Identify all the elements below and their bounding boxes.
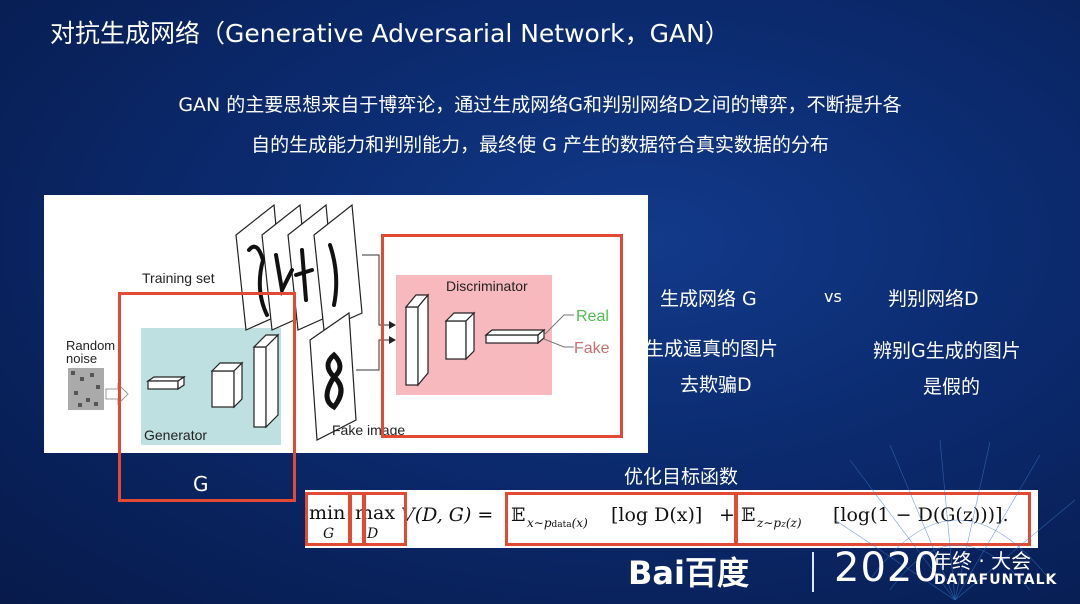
objective-label: 优化目标函数 xyxy=(624,462,738,489)
discriminator-title: 判别网络D xyxy=(888,284,979,311)
baidu-logo: Bai百度 xyxy=(628,548,749,594)
random-noise-label-2: noise xyxy=(66,351,97,366)
generator-desc-2: 去欺骗D xyxy=(680,370,752,397)
generator-g-label: G xyxy=(193,472,209,496)
generator-highlight-box xyxy=(118,292,296,502)
versus-label: vs xyxy=(824,287,842,306)
datafuntalk-logo: DATAFUNTALK xyxy=(934,572,1057,588)
discriminator-desc-2: 是假的 xyxy=(923,372,980,399)
generator-title: 生成网络 G xyxy=(660,284,757,311)
intro-line-2: 自的生成能力和判别能力，最终使 G 产生的数据符合真实数据的分布 xyxy=(0,130,1080,157)
discriminator-highlight-box xyxy=(381,234,623,438)
slide-title: 对抗生成网络（Generative Adversarial Network，GA… xyxy=(50,14,730,50)
event-year: 2020 xyxy=(834,545,940,591)
training-set-label: Training set xyxy=(142,270,215,286)
min-highlight-box xyxy=(305,492,351,546)
event-name: 年终 · 大会 xyxy=(932,545,1031,574)
discriminator-desc-1: 辨别G生成的图片 xyxy=(873,336,1021,363)
max-highlight-box xyxy=(363,492,407,546)
intro-line-1: GAN 的主要思想来自于博弈论，通过生成网络G和判别网络D之间的博弈，不断提升各 xyxy=(0,90,1080,117)
generator-desc-1: 生成逼真的图片 xyxy=(645,334,778,361)
term1-highlight-box xyxy=(505,492,737,546)
footer-divider xyxy=(812,552,814,592)
value-function: V(D, G) = xyxy=(401,504,493,526)
